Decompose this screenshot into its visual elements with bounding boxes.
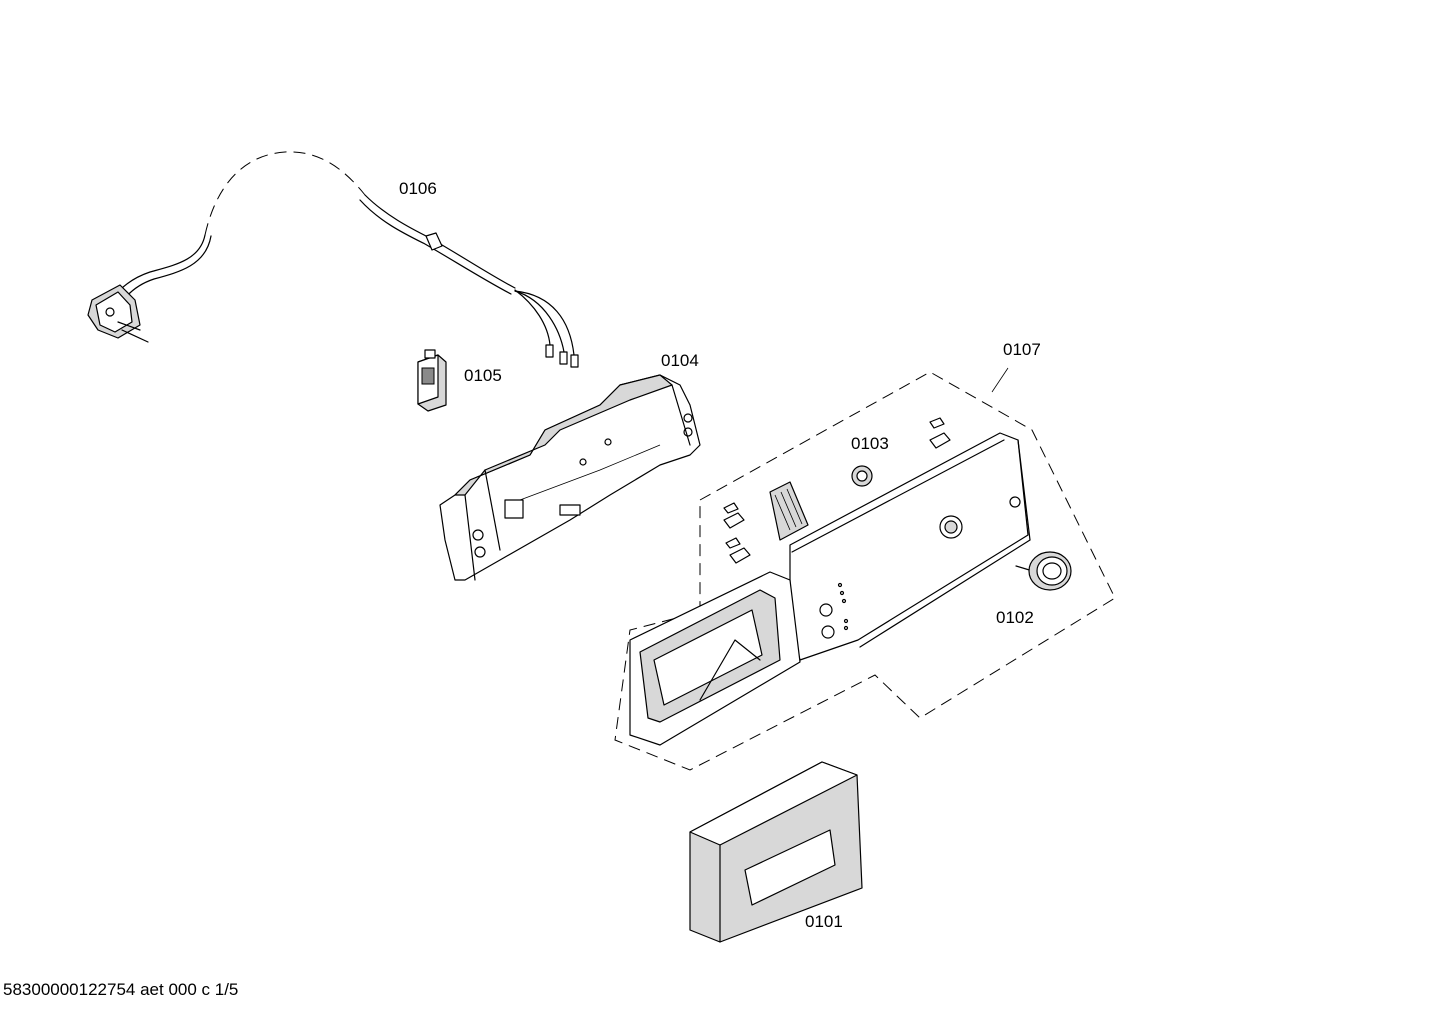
control-panel-drawing: [629, 432, 1031, 746]
drawer-handle-drawing: [689, 761, 863, 943]
part-label-0101: 0101: [805, 912, 843, 931]
leader-lines: [991, 367, 1009, 393]
assembly-outline: [614, 371, 1116, 771]
part-label-0105: 0105: [464, 366, 502, 385]
part-label-0102: 0102: [996, 608, 1034, 627]
small-parts-drawing: [723, 417, 951, 564]
control-module-drawing: [439, 374, 701, 581]
switch-component-drawing: [417, 349, 447, 412]
part-label-0103: 0103: [851, 434, 889, 453]
knob-drawing: [1015, 551, 1072, 591]
document-reference: 58300000122754 aet 000 c 1/5: [3, 980, 239, 999]
power-cord-drawing: [87, 151, 579, 368]
part-label-0107: 0107: [1003, 340, 1041, 359]
part-label-0104: 0104: [661, 351, 699, 370]
part-label-0106: 0106: [399, 179, 437, 198]
